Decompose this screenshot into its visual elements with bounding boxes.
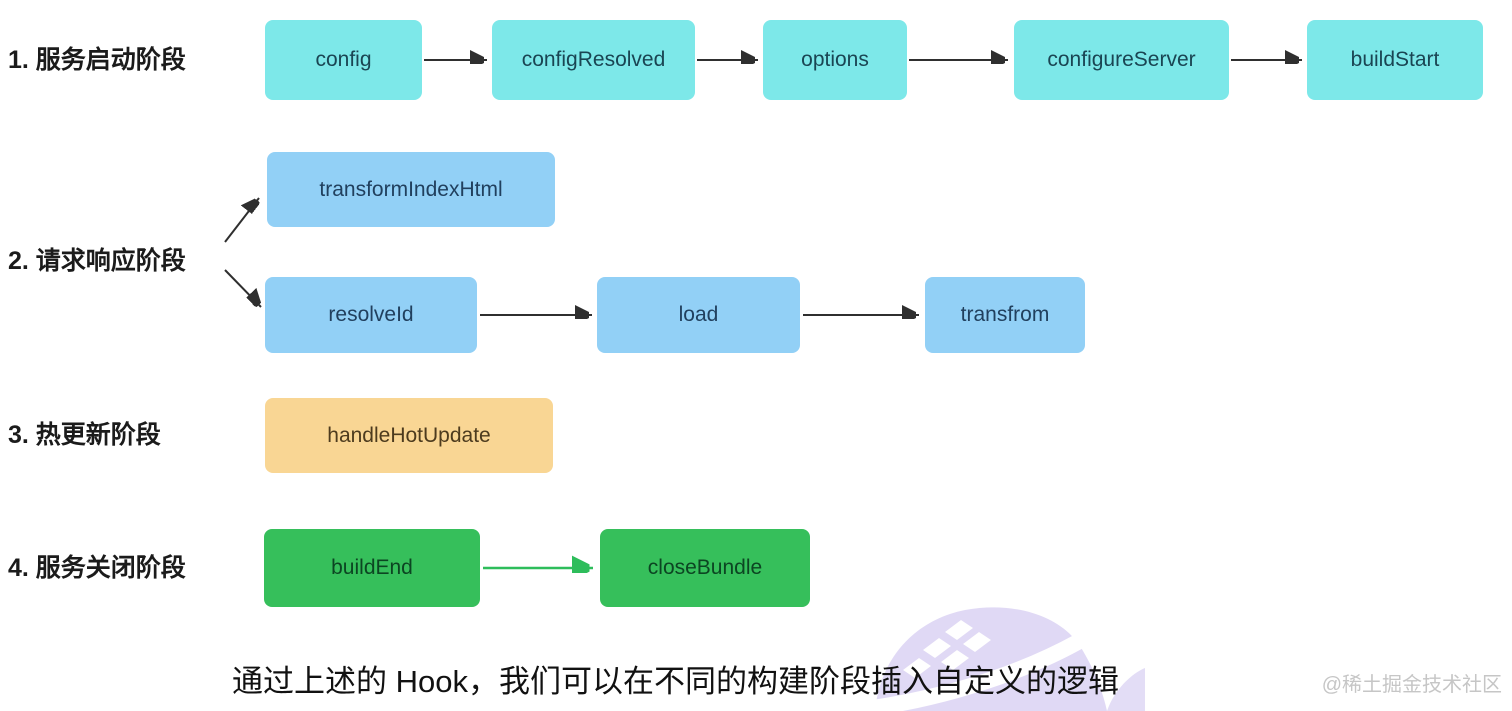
caption-text: 通过上述的 Hook，我们可以在不同的构建阶段插入自定义的逻辑	[232, 664, 1119, 699]
hook-node-buildend: buildEnd	[264, 529, 480, 607]
hook-node-options: options	[763, 20, 907, 100]
hook-node-closebundle: closeBundle	[600, 529, 810, 607]
hook-node-resolveid: resolveId	[265, 277, 477, 353]
hook-node-transfrom: transfrom	[925, 277, 1085, 353]
stage-3-label: 3. 热更新阶段	[8, 421, 161, 449]
sneaker-watermark-graphic	[845, 607, 1145, 711]
hook-node-transformindexhtml: transformIndexHtml	[267, 152, 555, 227]
hook-node-configureserver: configureServer	[1014, 20, 1229, 100]
stage-4-label: 4. 服务关闭阶段	[8, 554, 186, 582]
stage-1-label: 1. 服务启动阶段	[8, 46, 186, 74]
hook-node-config: config	[265, 20, 422, 100]
hook-node-buildstart: buildStart	[1307, 20, 1483, 100]
hook-node-handlehotupdate: handleHotUpdate	[265, 398, 553, 473]
hook-node-configresolved: configResolved	[492, 20, 695, 100]
stage-2-label: 2. 请求响应阶段	[8, 247, 186, 275]
juejin-watermark-text: @稀土掘金技术社区	[1321, 674, 1502, 696]
hook-node-load: load	[597, 277, 800, 353]
